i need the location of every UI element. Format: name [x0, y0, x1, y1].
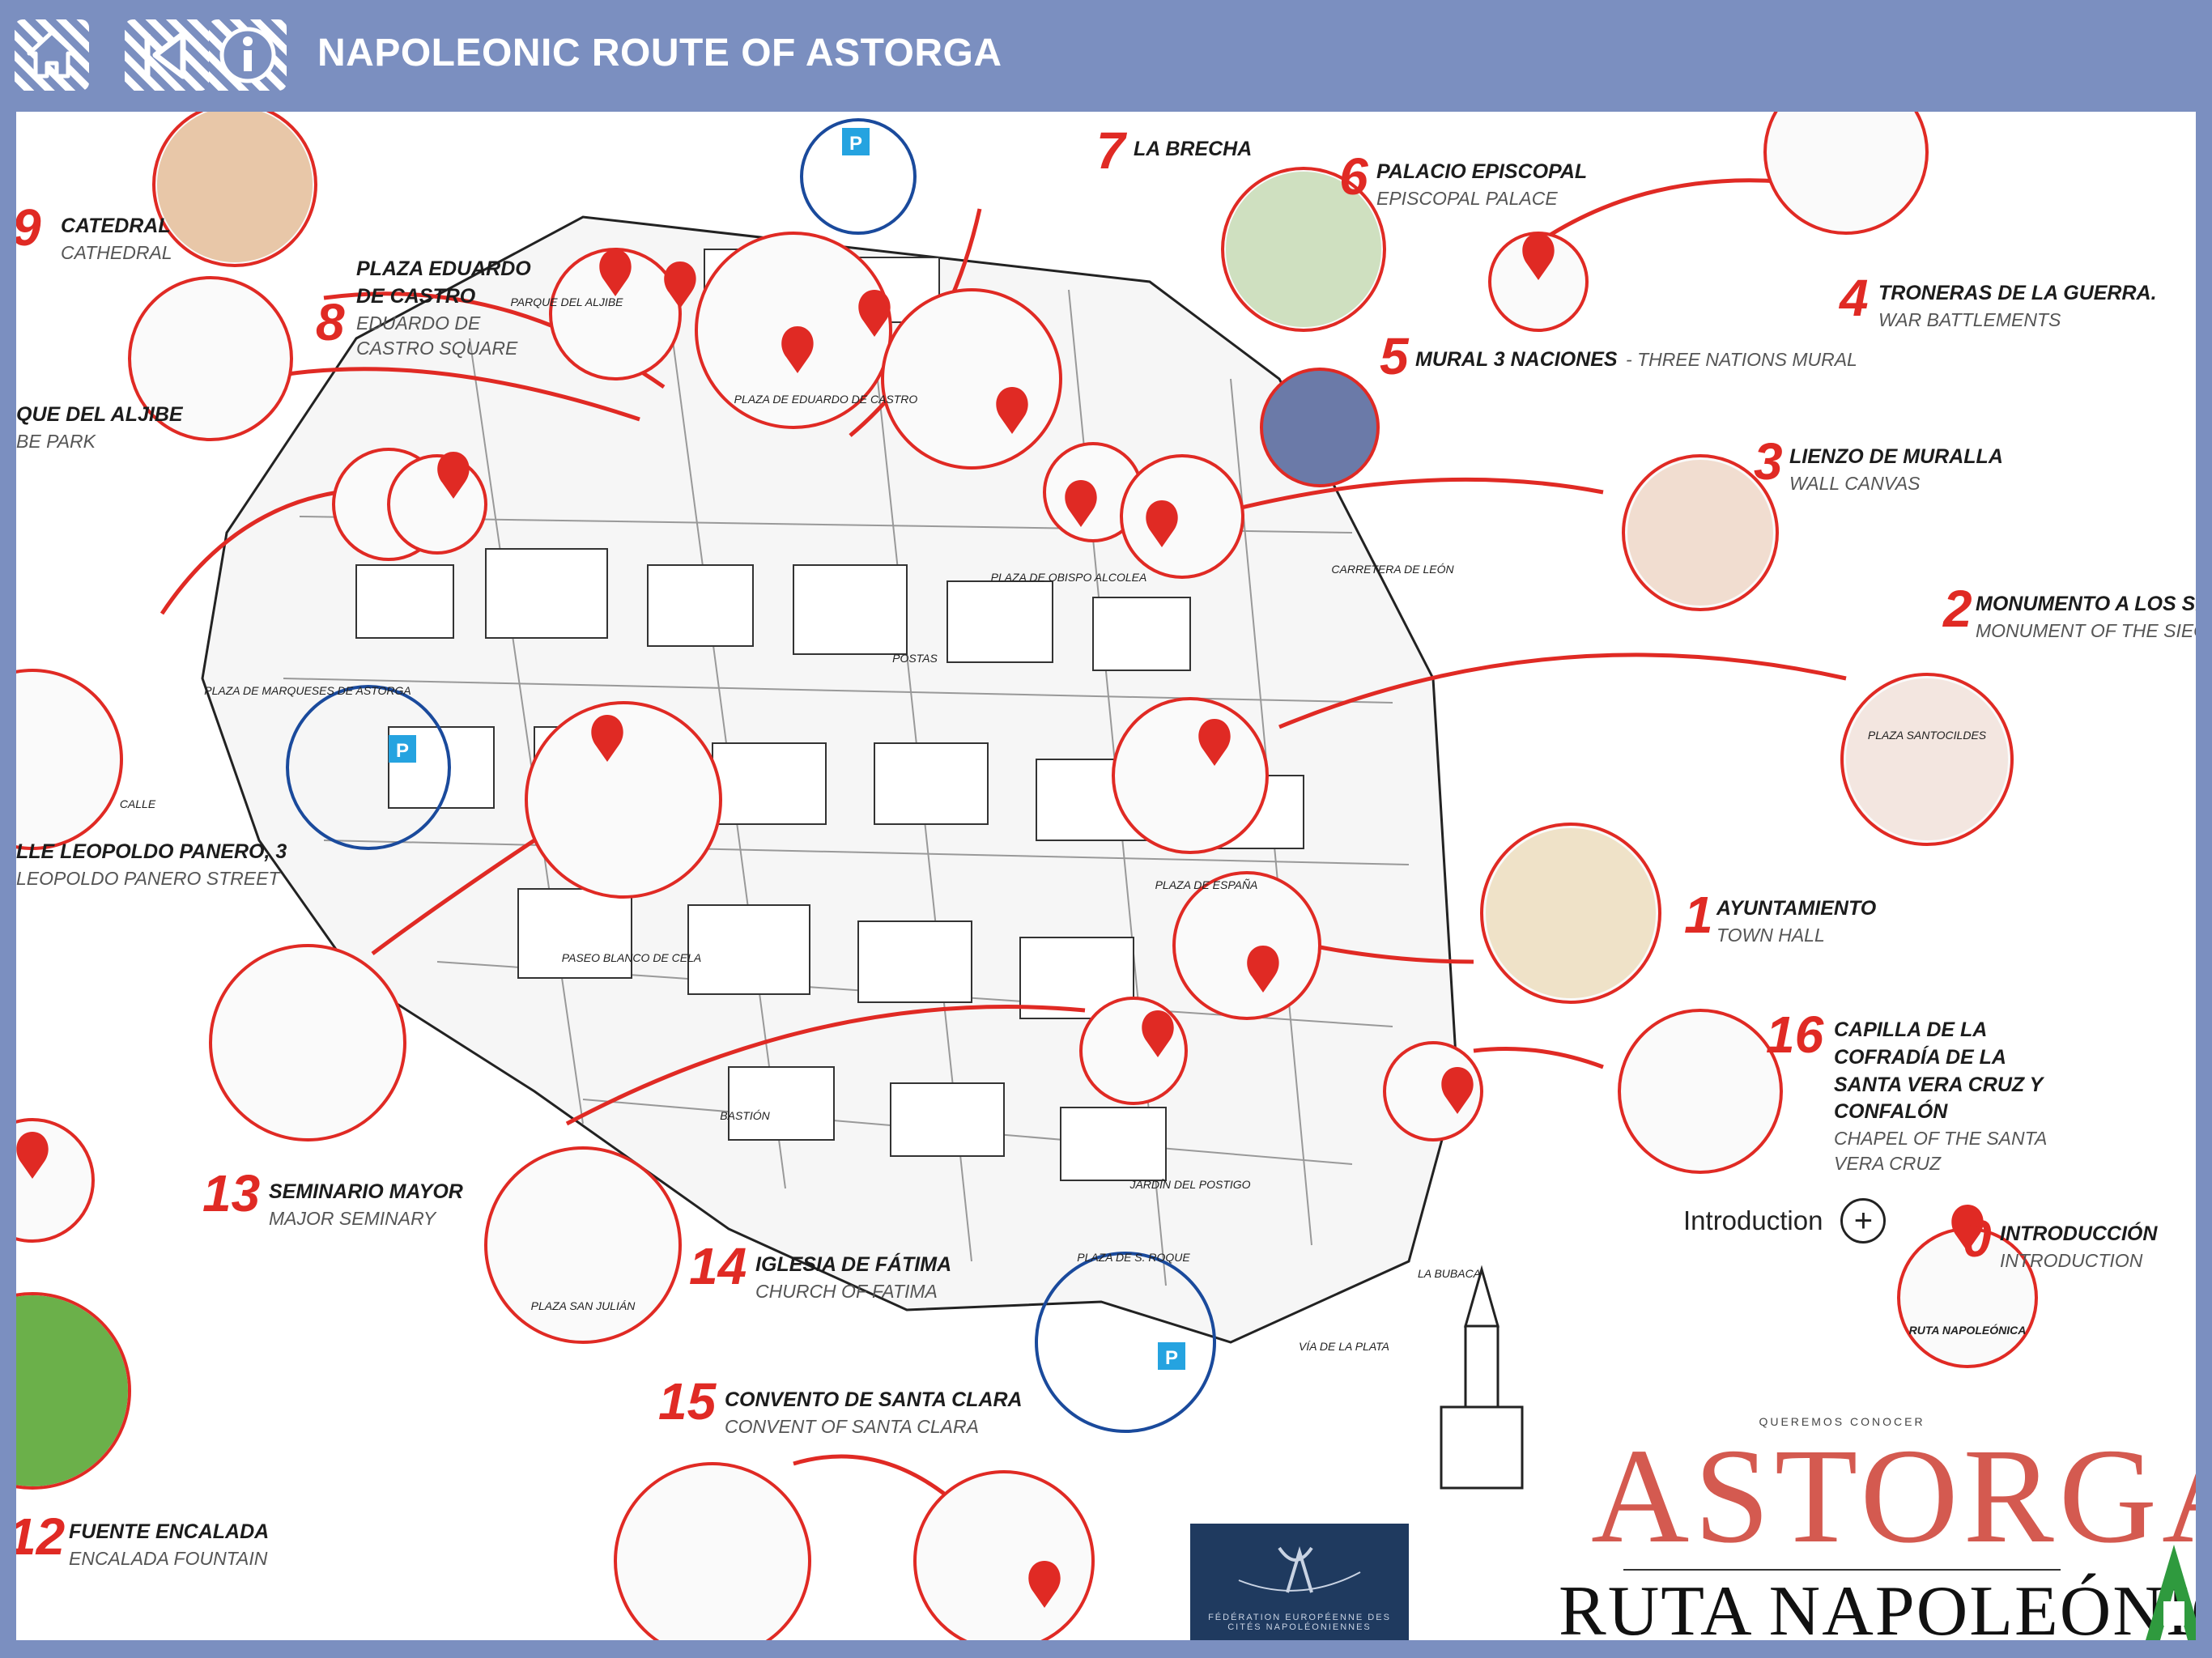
federation-name: FÉDÉRATION EUROPÉENNE DES CITÉS NAPOLÉON… [1208, 1613, 1391, 1632]
map-label: POSTAS [892, 652, 938, 665]
map-label: PASEO BLANCO DE CELA [562, 951, 701, 964]
federation-logo: FÉDÉRATION EUROPÉENNE DES CITÉS NAPOLÉON… [1190, 1524, 1409, 1640]
back-icon [125, 19, 209, 91]
brand-route: RUTA NAPOLEÓNICA [1559, 1572, 2196, 1640]
monument-thumbnail [1846, 678, 2008, 840]
plus-circle-icon: + [1840, 1198, 1887, 1244]
poi-4[interactable]: 4 TRONERAS DE LA GUERRA. WAR BATTLEMENTS [1840, 269, 2157, 330]
poi-9[interactable]: 9 CATEDRAL CATHEDRAL [16, 202, 172, 263]
poi-6[interactable]: 6 PALACIO EPISCOPAL EPISCOPAL PALACE [1339, 147, 1588, 209]
poi-3[interactable]: 3 LIENZO DE MURALLA WALL CANVAS [1754, 432, 2003, 494]
map-label: PLAZA DE ESPAÑA [1155, 878, 1258, 891]
poi-0[interactable]: 0 INTRODUCCIÓN INTRODUCTION [1963, 1209, 2158, 1271]
poi-14[interactable]: 14 IGLESIA DE FÁTIMA CHURCH OF FATIMA [689, 1237, 952, 1302]
map-pins [16, 233, 1984, 1608]
wall-canvas-thumbnail [1627, 460, 1773, 606]
page-title: NAPOLEONIC ROUTE OF ASTORGA [317, 32, 1002, 74]
poi-15[interactable]: 15 CONVENTO DE SANTA CLARA CONVENT OF SA… [658, 1372, 1023, 1437]
poi-8[interactable]: 8 PLAZA EDUARDO DE CASTRO EDUARDO DE CAS… [316, 257, 531, 359]
introduction-label: Introduction [1683, 1205, 1823, 1235]
poi-12[interactable]: 12 FUENTE ENCALADA ENCALADA FOUNTAIN [16, 1507, 270, 1569]
poi-5[interactable]: 5 MURAL 3 NACIONES - THREE NATIONS MURAL [1380, 327, 1857, 385]
map-label: RUTA NAPOLEÓNICA [1909, 1323, 2027, 1337]
map-label: PARQUE DEL ALJIBE [510, 295, 623, 308]
home-button[interactable] [13, 18, 91, 92]
map-label: PLAZA DE S. ROQUE [1077, 1251, 1190, 1264]
info-icon [209, 19, 287, 91]
parking-label: P [396, 740, 409, 762]
napoleon-n-icon [1238, 1546, 1361, 1593]
parking-label: P [1165, 1347, 1178, 1369]
back-button[interactable] [123, 18, 211, 92]
church-tower [1440, 1265, 1524, 1490]
map-label: PLAZA DE EDUARDO DE CASTRO [734, 393, 918, 406]
info-button[interactable] [207, 18, 288, 92]
home-icon [15, 19, 89, 91]
poi-thumbnails [16, 112, 2038, 1640]
map-label: PLAZA SAN JULIÁN [531, 1299, 636, 1312]
map-label: VÍA DE LA PLATA [1299, 1340, 1389, 1353]
header-bar: NAPOLEONIC ROUTE OF ASTORGA [0, 0, 2212, 109]
map-label: CARRETERA DE LEÓN [1331, 563, 1454, 576]
map-label: PLAZA SANTOCILDES [1868, 729, 1987, 742]
poi-16[interactable]: 16 CAPILLA DE LA COFRADÍA DE LA SANTA VE… [1766, 1005, 2047, 1175]
brand-tagline: QUEREMOS CONOCER [1759, 1415, 1925, 1428]
map-label: PLAZA DE MARQUESES DE ASTORGA [204, 684, 410, 697]
poi-7[interactable]: 7 LA BRECHA [1096, 121, 1253, 180]
fountain-thumbnail [16, 1295, 128, 1486]
brand-city: ASTORGA [1591, 1421, 2196, 1571]
introduction-link[interactable]: Introduction + [1683, 1198, 1887, 1244]
parking-label: P [849, 133, 862, 155]
parking-circles [286, 118, 1216, 1433]
map-canvas[interactable]: P P P PLAZA SANTOCILDES P [16, 112, 2196, 1640]
map-label: CALLE [120, 797, 156, 810]
poi-leopoldo-panero[interactable]: LLE LEOPOLDO PANERO, 3 LEOPOLDO PANERO S… [16, 840, 287, 889]
aqueduct-icon [2146, 1545, 2196, 1640]
poi-1[interactable]: 1 AYUNTAMIENTO TOWN HALL [1684, 886, 1877, 946]
map-label: LA BUBACA [1418, 1267, 1481, 1280]
map-label: PLAZA DE OBISPO ALCOLEA [991, 571, 1147, 584]
parking-badges [389, 128, 1185, 1370]
illustrated-map: P P P PLAZA SANTOCILDES P [16, 112, 2038, 1640]
mural-thumbnail [1260, 368, 1380, 487]
map-label: JARDÍN DEL POSTIGO [1129, 1178, 1250, 1191]
episcopal-palace-thumbnail [1226, 172, 1381, 327]
map-label: BASTIÓN [720, 1109, 770, 1122]
poi-13[interactable]: 13 SEMINARIO MAYOR MAJOR SEMINARY [202, 1164, 463, 1229]
poi-aljibe-park[interactable]: QUE DEL ALJIBE BE PARK [16, 403, 183, 452]
cathedral-thumbnail [157, 112, 313, 262]
town-hall-thumbnail [1486, 828, 1656, 998]
poi-2[interactable]: 2 MONUMENTO A LOS SITIO MONUMENT OF THE … [1943, 580, 2196, 641]
astorga-brand: QUEREMOS CONOCER ASTORGA RUTA NAPOLEÓNIC… [1559, 1415, 2196, 1640]
astorga-green-logo [2146, 1545, 2196, 1640]
